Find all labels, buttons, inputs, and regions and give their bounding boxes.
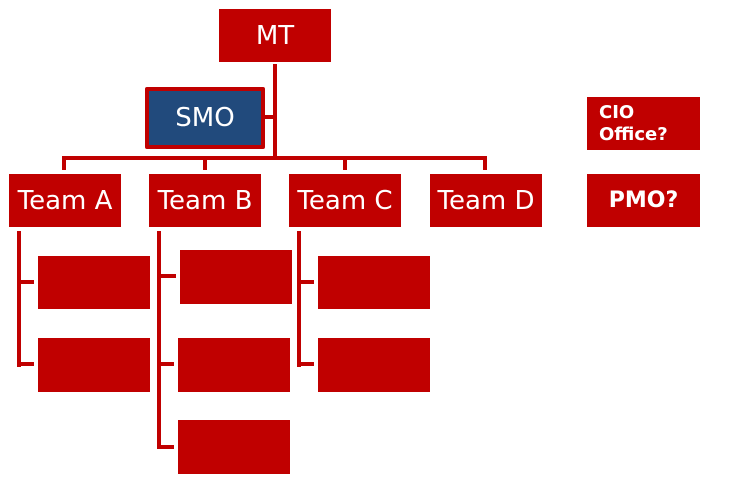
connector-b-child-2: [157, 362, 174, 366]
node-team-a[interactable]: Team A: [9, 174, 121, 227]
node-team-c-sub-2[interactable]: [318, 338, 430, 392]
connector-team-c: [343, 156, 347, 170]
node-smo[interactable]: SMO: [145, 87, 265, 149]
node-team-c[interactable]: Team C: [289, 174, 401, 227]
connector-a-children: [17, 231, 21, 367]
connector-a-child-2: [17, 362, 34, 366]
connector-smo: [264, 115, 275, 119]
connector-b-children: [157, 231, 161, 449]
connector-c-children: [297, 231, 301, 367]
node-team-b-sub-1[interactable]: [180, 250, 292, 304]
connector-mt-down: [273, 64, 277, 160]
connector-a-child-1: [17, 280, 34, 284]
node-pmo[interactable]: PMO?: [587, 174, 700, 227]
connector-b-child-3: [157, 445, 174, 449]
node-team-d[interactable]: Team D: [430, 174, 542, 227]
node-cio-office[interactable]: CIO Office?: [587, 97, 700, 150]
connector-b-child-1: [157, 274, 176, 278]
connector-c-child-1: [297, 280, 314, 284]
node-team-c-sub-1[interactable]: [318, 256, 430, 309]
node-team-b-sub-3[interactable]: [178, 420, 290, 474]
node-team-a-sub-2[interactable]: [38, 338, 150, 392]
connector-c-child-2: [297, 362, 314, 366]
node-team-b[interactable]: Team B: [149, 174, 261, 227]
node-team-b-sub-2[interactable]: [178, 338, 290, 392]
connector-team-b: [203, 156, 207, 170]
node-mt[interactable]: MT: [219, 9, 331, 62]
connector-team-d: [483, 156, 487, 170]
connector-teams-bar: [62, 156, 487, 160]
node-team-a-sub-1[interactable]: [38, 256, 150, 309]
connector-team-a: [62, 156, 66, 170]
